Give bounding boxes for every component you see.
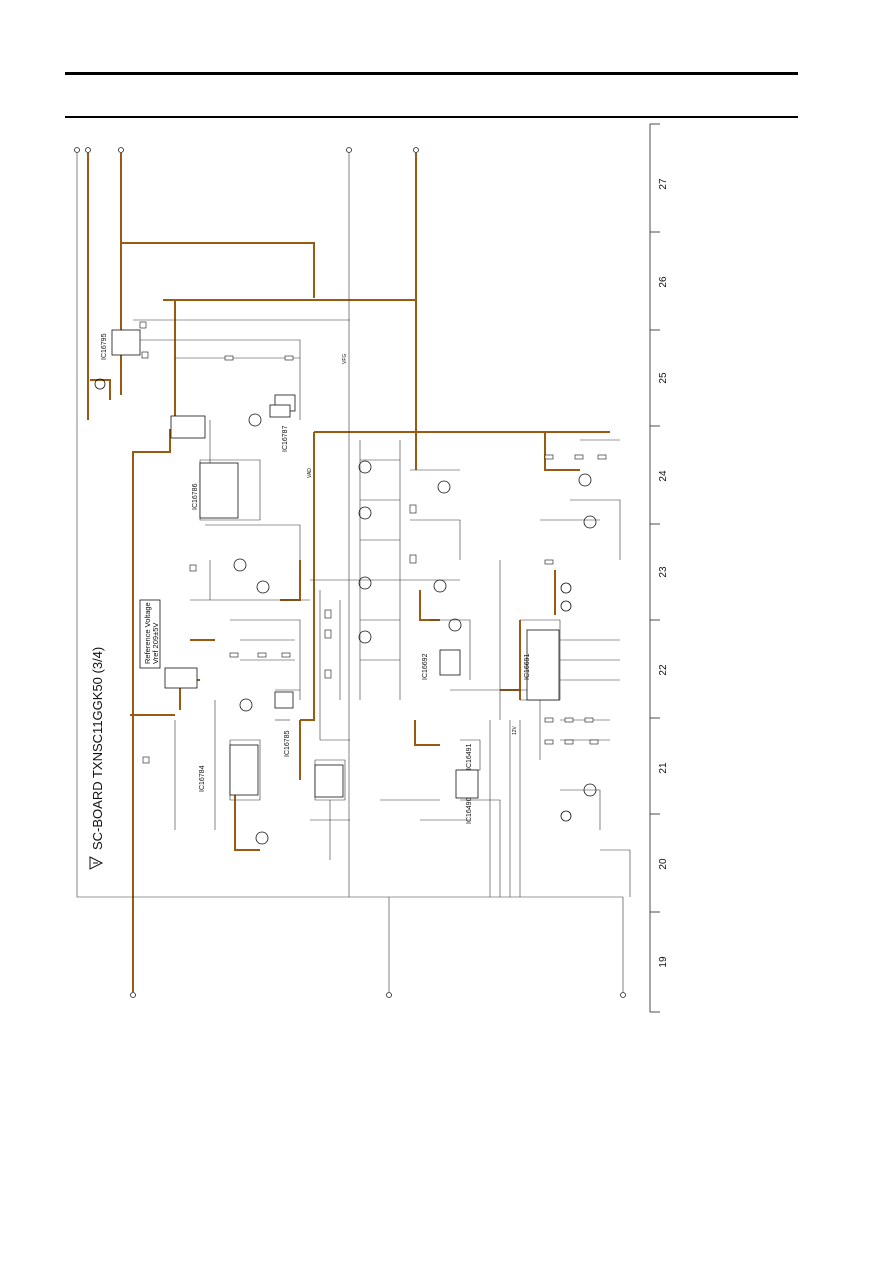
12v-net-label: 12V — [512, 725, 518, 735]
board-title: SC-BOARD TXNSC11GGK50 (3/4) — [90, 647, 105, 850]
zone-25: 25 — [658, 372, 669, 384]
ic16692-label: IC16692 — [422, 653, 429, 680]
zone-26: 26 — [658, 276, 669, 288]
zone-19: 19 — [658, 956, 669, 968]
zone-21: 21 — [658, 762, 669, 774]
ic-bodies — [111, 329, 560, 799]
vfg-net-label: VFG — [342, 354, 348, 364]
ic16691-label: IC16691 — [524, 653, 531, 680]
zone-23: 23 — [658, 566, 669, 578]
ic16795-label: IC16795 — [101, 333, 108, 360]
ic16784-label: IC16784 — [199, 765, 206, 792]
ic16490-label: IC16490 — [466, 797, 473, 824]
reference-voltage-line1: Reference Voltage — [143, 602, 152, 664]
zone-22: 22 — [658, 664, 669, 676]
ic16786-label: IC16786 — [192, 483, 199, 510]
zone-24: 24 — [658, 470, 669, 482]
ic16491-label: IC16491 — [466, 743, 473, 770]
connector-terminals — [74, 147, 626, 998]
zone-27: 27 — [658, 178, 669, 190]
ic16787-label: IC16787 — [282, 425, 289, 452]
signal-traces — [76, 153, 631, 992]
reference-voltage-line2: Vref 209±5V — [151, 623, 160, 664]
passive-components — [139, 321, 607, 764]
vad-net-label: VAD — [307, 468, 313, 478]
reference-voltage-box: Reference Voltage Vref 209±5V — [139, 599, 161, 669]
transistor-symbols — [94, 378, 597, 845]
zone-ruler — [649, 123, 660, 1013]
top-rule — [65, 72, 798, 75]
ic16785-label: IC16785 — [284, 730, 291, 757]
header-rule — [65, 116, 798, 118]
warning-icon — [89, 856, 104, 870]
zone-20: 20 — [658, 858, 669, 870]
